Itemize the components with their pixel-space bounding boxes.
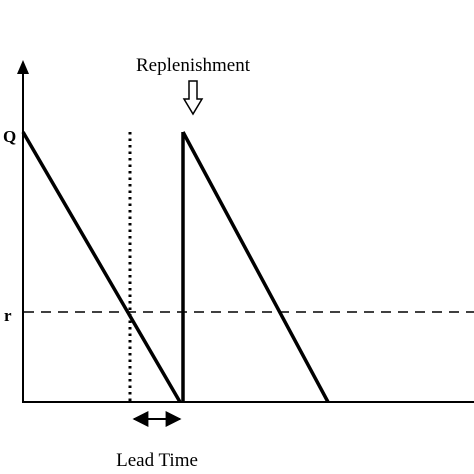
inventory-depletion-cycle-2	[181, 131, 330, 403]
replenishment-label: Replenishment	[136, 55, 251, 76]
inventory-depletion-cycle-1	[21, 131, 182, 403]
replenishment-arrow-icon	[182, 80, 204, 116]
y-axis-arrowhead	[17, 60, 29, 74]
r-axis-label: r	[4, 306, 12, 325]
lead-time-label: Lead Time	[116, 450, 198, 471]
q-axis-label: Q	[3, 127, 16, 146]
